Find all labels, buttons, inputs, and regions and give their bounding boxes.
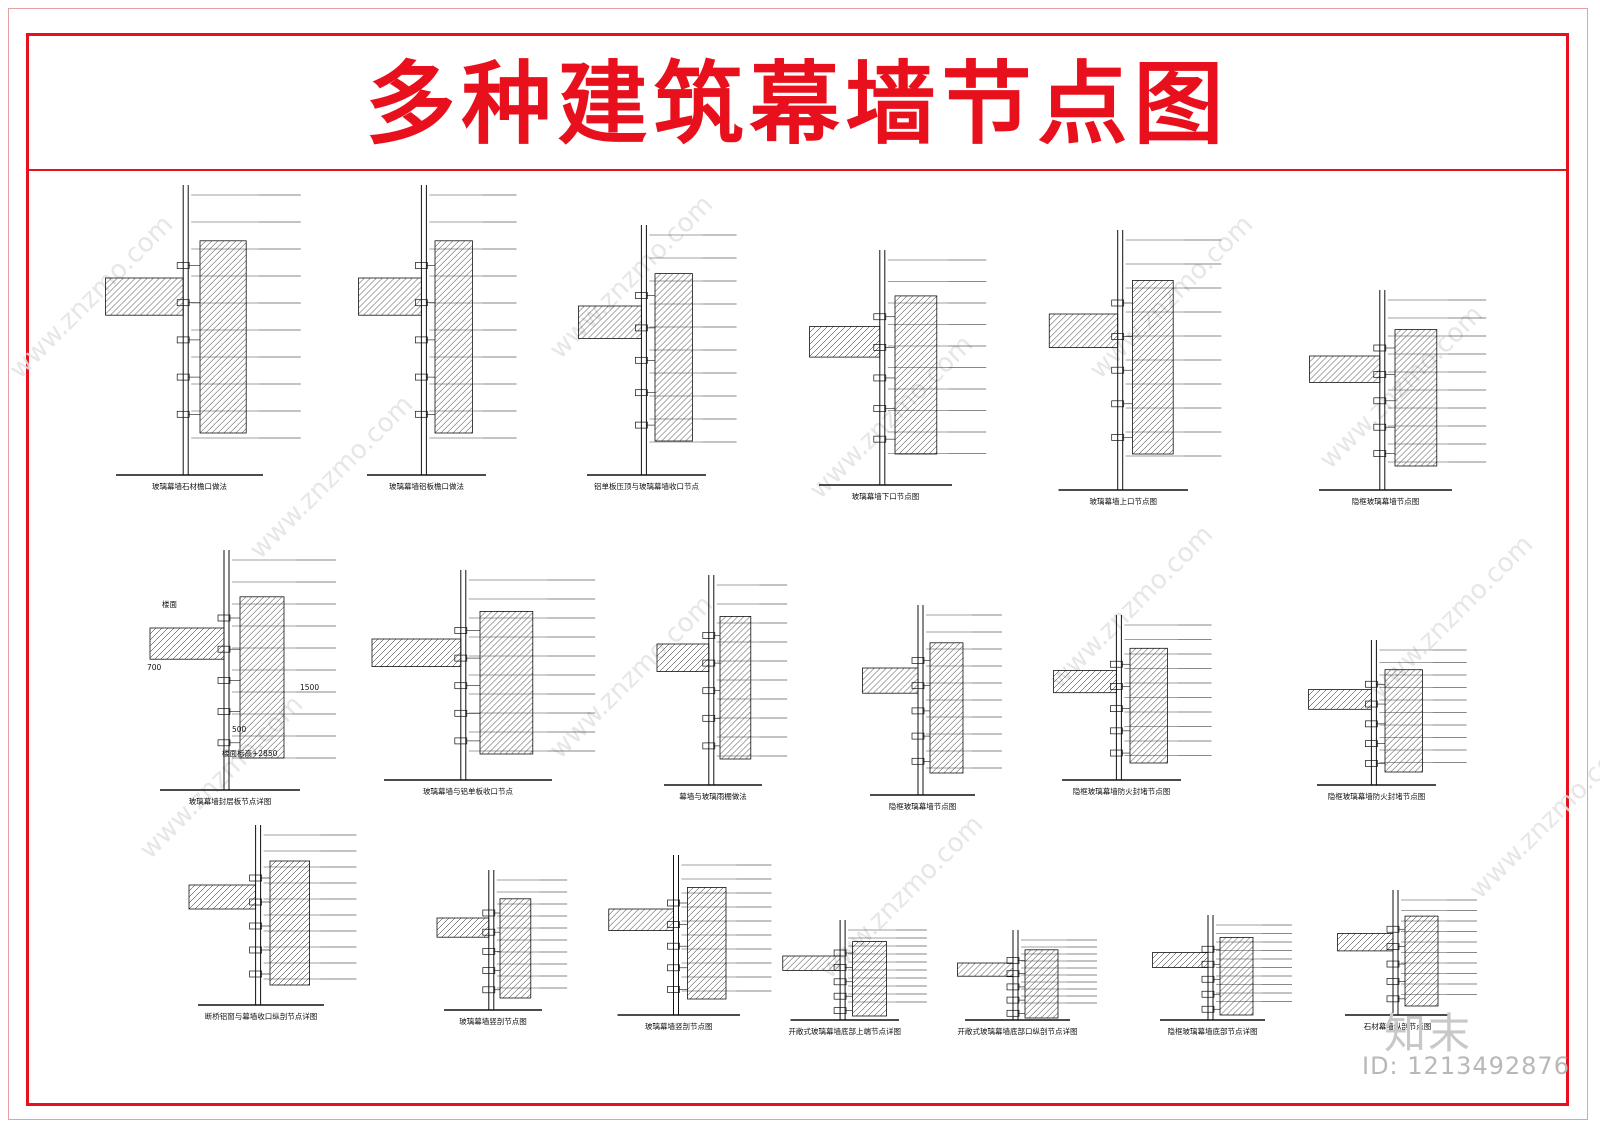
detail-node-drawing [149, 550, 336, 791]
detail-caption: 石材幕墙纵剖节点图 [1364, 1021, 1432, 1031]
outer-border [8, 8, 1588, 1120]
detail-caption: 玻璃幕墙下口节点图 [852, 491, 920, 501]
detail-node-drawing [436, 870, 568, 1011]
watermark-layer: www.znzmo.com www.znzmo.com www.znzmo.com w… [4, 190, 1600, 985]
detail-node-drawing [656, 575, 788, 786]
detail-caption: 隐框玻璃幕墙节点图 [1352, 496, 1420, 506]
image-id: ID: 1213492876 [1362, 1052, 1570, 1080]
detail-caption: 玻璃幕墙封层板节点详图 [189, 796, 272, 806]
caption-layer: 玻璃幕墙石材檐口做法 玻璃幕墙铝板檐口做法 铝单板压顶与玻璃幕墙收口节点玻璃幕墙下口… [147, 481, 1431, 1036]
watermark-text: www.znzmo.com [1464, 730, 1600, 905]
detail-node-drawing [578, 225, 737, 476]
watermark-text: www.znzmo.com [4, 210, 179, 385]
detail-caption: 玻璃幕墙竖剖节点图 [645, 1021, 713, 1031]
detail-caption: 开敞式玻璃幕墙底部口纵剖节点详图 [958, 1026, 1078, 1036]
detail-node-drawing [371, 570, 596, 781]
detail-node-drawing [1309, 290, 1487, 491]
detail-caption: 隐框玻璃幕墙防火封堵节点图 [1328, 791, 1426, 801]
detail-node-drawing [809, 250, 987, 486]
watermark-text: www.znzmo.com [804, 330, 979, 505]
detail-node-drawing [358, 185, 517, 476]
detail-node-drawing [188, 825, 357, 1006]
dimension-label: 楼面标高+2850 [222, 748, 278, 758]
detail-node-drawing [957, 930, 1097, 1021]
detail-caption: 幕墙与玻璃雨棚做法 [679, 791, 747, 801]
watermark-text: www.znzmo.com [1364, 530, 1539, 705]
detail-caption: 隐框玻璃幕墙节点图 [889, 801, 957, 811]
watermark-text: www.znzmo.com [544, 590, 719, 765]
detail-node-drawing [782, 920, 927, 1021]
detail-node-drawing [1308, 640, 1467, 786]
detail-caption: 断桥铝窗与幕墙收口纵剖节点详图 [205, 1011, 318, 1021]
page-title: 多种建筑幕墙节点图 [365, 52, 1230, 157]
detail-caption: 玻璃幕墙与铝单板收口节点 [423, 786, 513, 796]
detail-node-drawing [1152, 915, 1292, 1021]
title-band: 多种建筑幕墙节点图 [26, 33, 1569, 171]
dimension-label: 楼面 [162, 599, 177, 609]
detail-caption: 铝单板压顶与玻璃幕墙收口节点 [594, 481, 699, 491]
detail-node-drawing [105, 185, 301, 476]
detail-caption: 玻璃幕墙竖剖节点图 [459, 1016, 527, 1026]
dimension-label: 500 [232, 725, 247, 734]
detail-caption: 开敞式玻璃幕墙底部上端节点详图 [789, 1026, 902, 1036]
detail-node-drawing [1053, 615, 1212, 781]
brand-logo: 知末 [1384, 1009, 1473, 1058]
detail-caption: 玻璃幕墙上口节点图 [1090, 496, 1158, 506]
detail-node-drawing [1048, 230, 1222, 491]
watermark-text: www.znzmo.com [1084, 210, 1259, 385]
detail-node-drawing [1337, 890, 1477, 1016]
drawing-frame [26, 33, 1569, 1106]
dimension-label: 1500 [300, 683, 319, 692]
detail-node-drawing [862, 605, 1002, 796]
detail-caption: 隐框玻璃幕墙底部节点详图 [1168, 1026, 1258, 1036]
detail-caption: 玻璃幕墙铝板檐口做法 [389, 481, 464, 491]
dimension-label: 700 [147, 663, 162, 672]
detail-caption: 玻璃幕墙石材檐口做法 [152, 481, 227, 491]
detail-caption: 隐框玻璃幕墙防火封堵节点图 [1073, 786, 1171, 796]
detail-node-drawing [608, 855, 772, 1016]
watermark-text: www.znzmo.com [244, 390, 419, 565]
watermark-text: www.znzmo.com [1314, 300, 1489, 475]
